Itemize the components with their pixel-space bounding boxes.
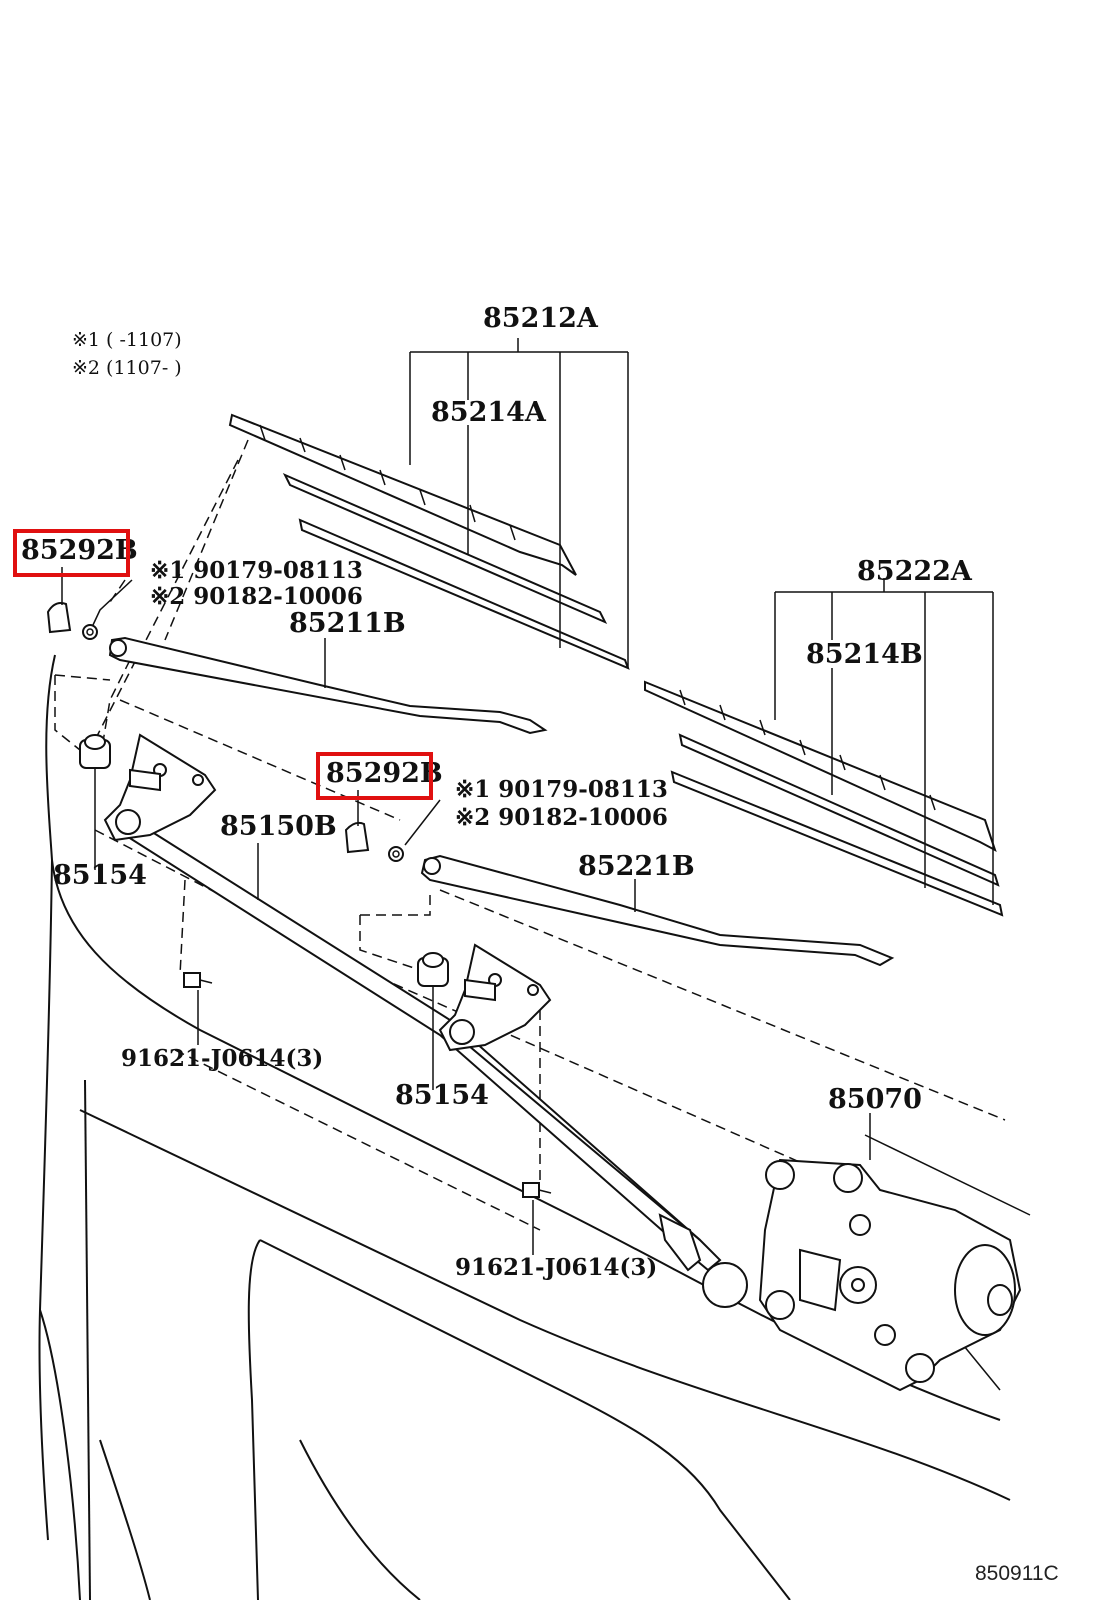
label-91621-left: 91621-J0614(3): [121, 1045, 323, 1072]
pivot-bracket-left: [103, 733, 217, 842]
label-85292B-left: 85292B: [21, 535, 138, 566]
label-85150B: 85150B: [220, 811, 337, 842]
label-bolt-1-center: ※1 90179-08113: [455, 776, 668, 803]
cap-left: [46, 602, 72, 634]
leader-lines: [61, 338, 994, 1255]
diagram-code: 850911C: [975, 1562, 1059, 1585]
wiper-linkage: [123, 816, 722, 1272]
wiper-blade-left: [228, 413, 630, 670]
wiper-blade-right: [644, 680, 1004, 917]
label-bolt-1-left: ※1 90179-08113: [150, 557, 363, 584]
note-variant-2: ※2 (1107- ): [72, 357, 182, 379]
bolt-left: [183, 972, 213, 988]
label-85154-left: 85154: [53, 860, 147, 891]
nut-left: [82, 624, 98, 640]
note-variant-1: ※1 ( -1107): [72, 329, 182, 351]
label-91621-center: 91621-J0614(3): [455, 1254, 657, 1281]
label-bolt-2-center: ※2 90182-10006: [455, 804, 668, 831]
wiper-motor: [658, 1158, 1022, 1392]
label-85214B: 85214B: [806, 639, 923, 670]
highlight-box-center: [316, 752, 433, 800]
wiper-arm-right: [420, 854, 895, 967]
highlight-box-left: [13, 529, 130, 577]
bushing-center: [417, 952, 449, 987]
label-85212A: 85212A: [483, 303, 599, 334]
label-85211B: 85211B: [289, 608, 406, 639]
bushing-left: [79, 734, 111, 769]
label-85154-center: 85154: [395, 1080, 489, 1111]
label-85222A: 85222A: [857, 556, 973, 587]
label-85070: 85070: [828, 1084, 922, 1115]
label-85221B: 85221B: [578, 851, 695, 882]
bolt-center: [522, 1182, 552, 1198]
label-85292B-center: 85292B: [326, 758, 443, 789]
pivot-bracket-center: [438, 943, 552, 1052]
label-bolt-2-left: ※2 90182-10006: [150, 583, 363, 610]
label-85214A: 85214A: [431, 397, 547, 428]
wiper-arm-left: [108, 636, 548, 735]
nut-center: [388, 846, 404, 862]
cap-center: [344, 821, 370, 854]
